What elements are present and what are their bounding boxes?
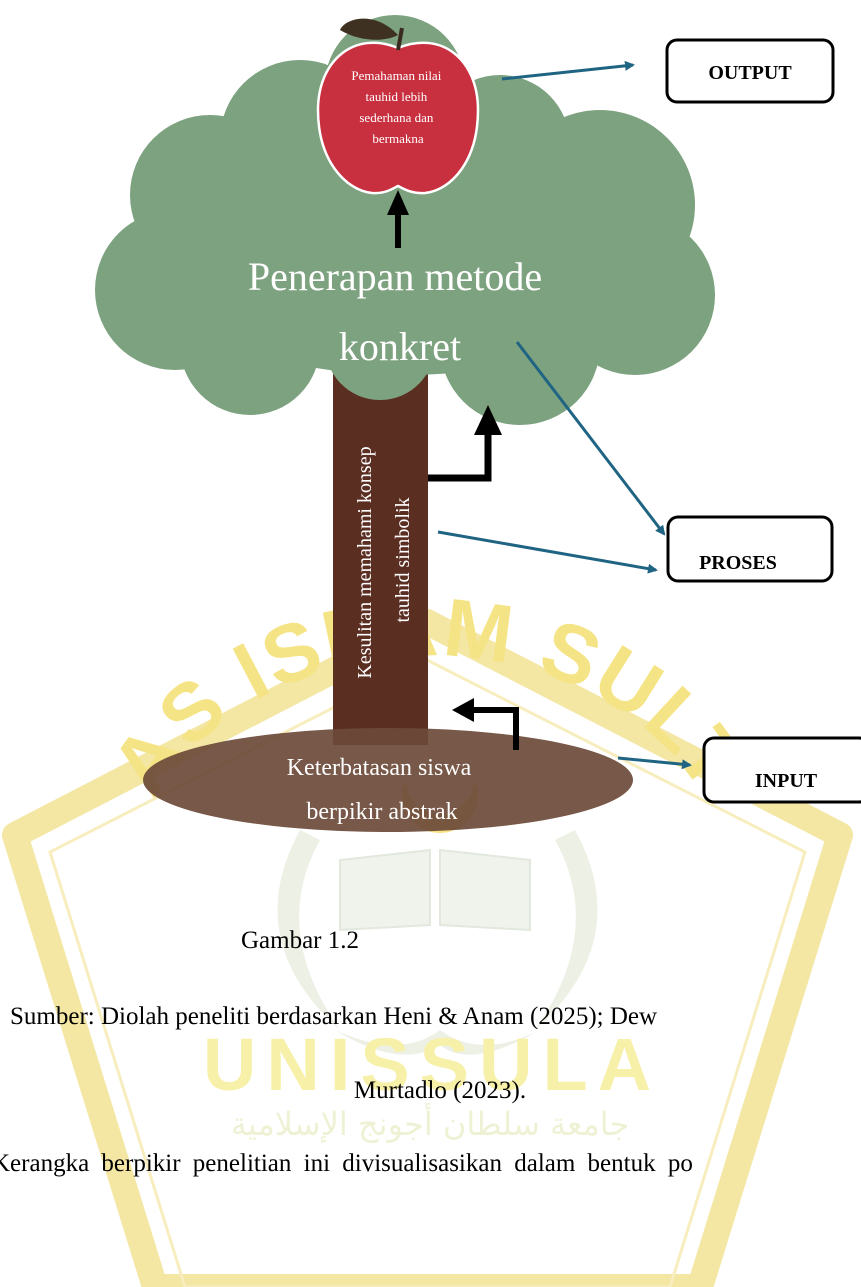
watermark-arabic: جامعة سلطان أجونج الإسلامية [231, 1103, 629, 1143]
canopy-text: Penerapan metode konkret [248, 254, 552, 369]
up-arrow-icon [387, 190, 409, 248]
book-icon [339, 848, 531, 932]
input-label: INPUT [755, 770, 818, 792]
fruit-text: Pemahaman nilai tauhid lebih sederhana d… [351, 68, 444, 146]
body-text-line: Kerangka berpikir penelitian ini divisua… [0, 1150, 693, 1177]
figure-title: Gambar 1.2 [240, 927, 360, 954]
connector-canopy-proses [515, 341, 666, 536]
root-ellipse [143, 728, 633, 832]
bent-arrow-icon [428, 405, 502, 482]
output-box: OUTPUT [665, 38, 835, 104]
figure-source-line1: Sumber: Diolah peneliti berdasarkan Heni… [10, 1003, 658, 1030]
watermark-name: UNISSULA [203, 1023, 661, 1106]
flow-arrows [387, 190, 519, 750]
trunk-text: Kesulitan memahami konsep tauhid simboli… [354, 441, 414, 678]
connector-output [501, 60, 635, 81]
tree-trunk [333, 360, 428, 745]
connector-trunk-proses [437, 530, 658, 574]
bent-arrow-small-icon [452, 698, 519, 750]
connector-input [617, 756, 692, 770]
proses-box: PROSES [666, 515, 834, 583]
apple-stem [396, 27, 404, 51]
apple-fruit [316, 18, 480, 195]
proses-label: PROSES [699, 552, 777, 574]
figure-source-line2: Murtadlo (2023). [353, 1077, 527, 1104]
output-label: OUTPUT [708, 62, 792, 84]
leaf-icon [340, 18, 398, 40]
root-text: Keterbatasan siswa berpikir abstrak [287, 755, 478, 825]
connectors [437, 60, 692, 770]
wreath-icon [277, 830, 598, 1055]
input-box: INPUT [702, 736, 861, 804]
